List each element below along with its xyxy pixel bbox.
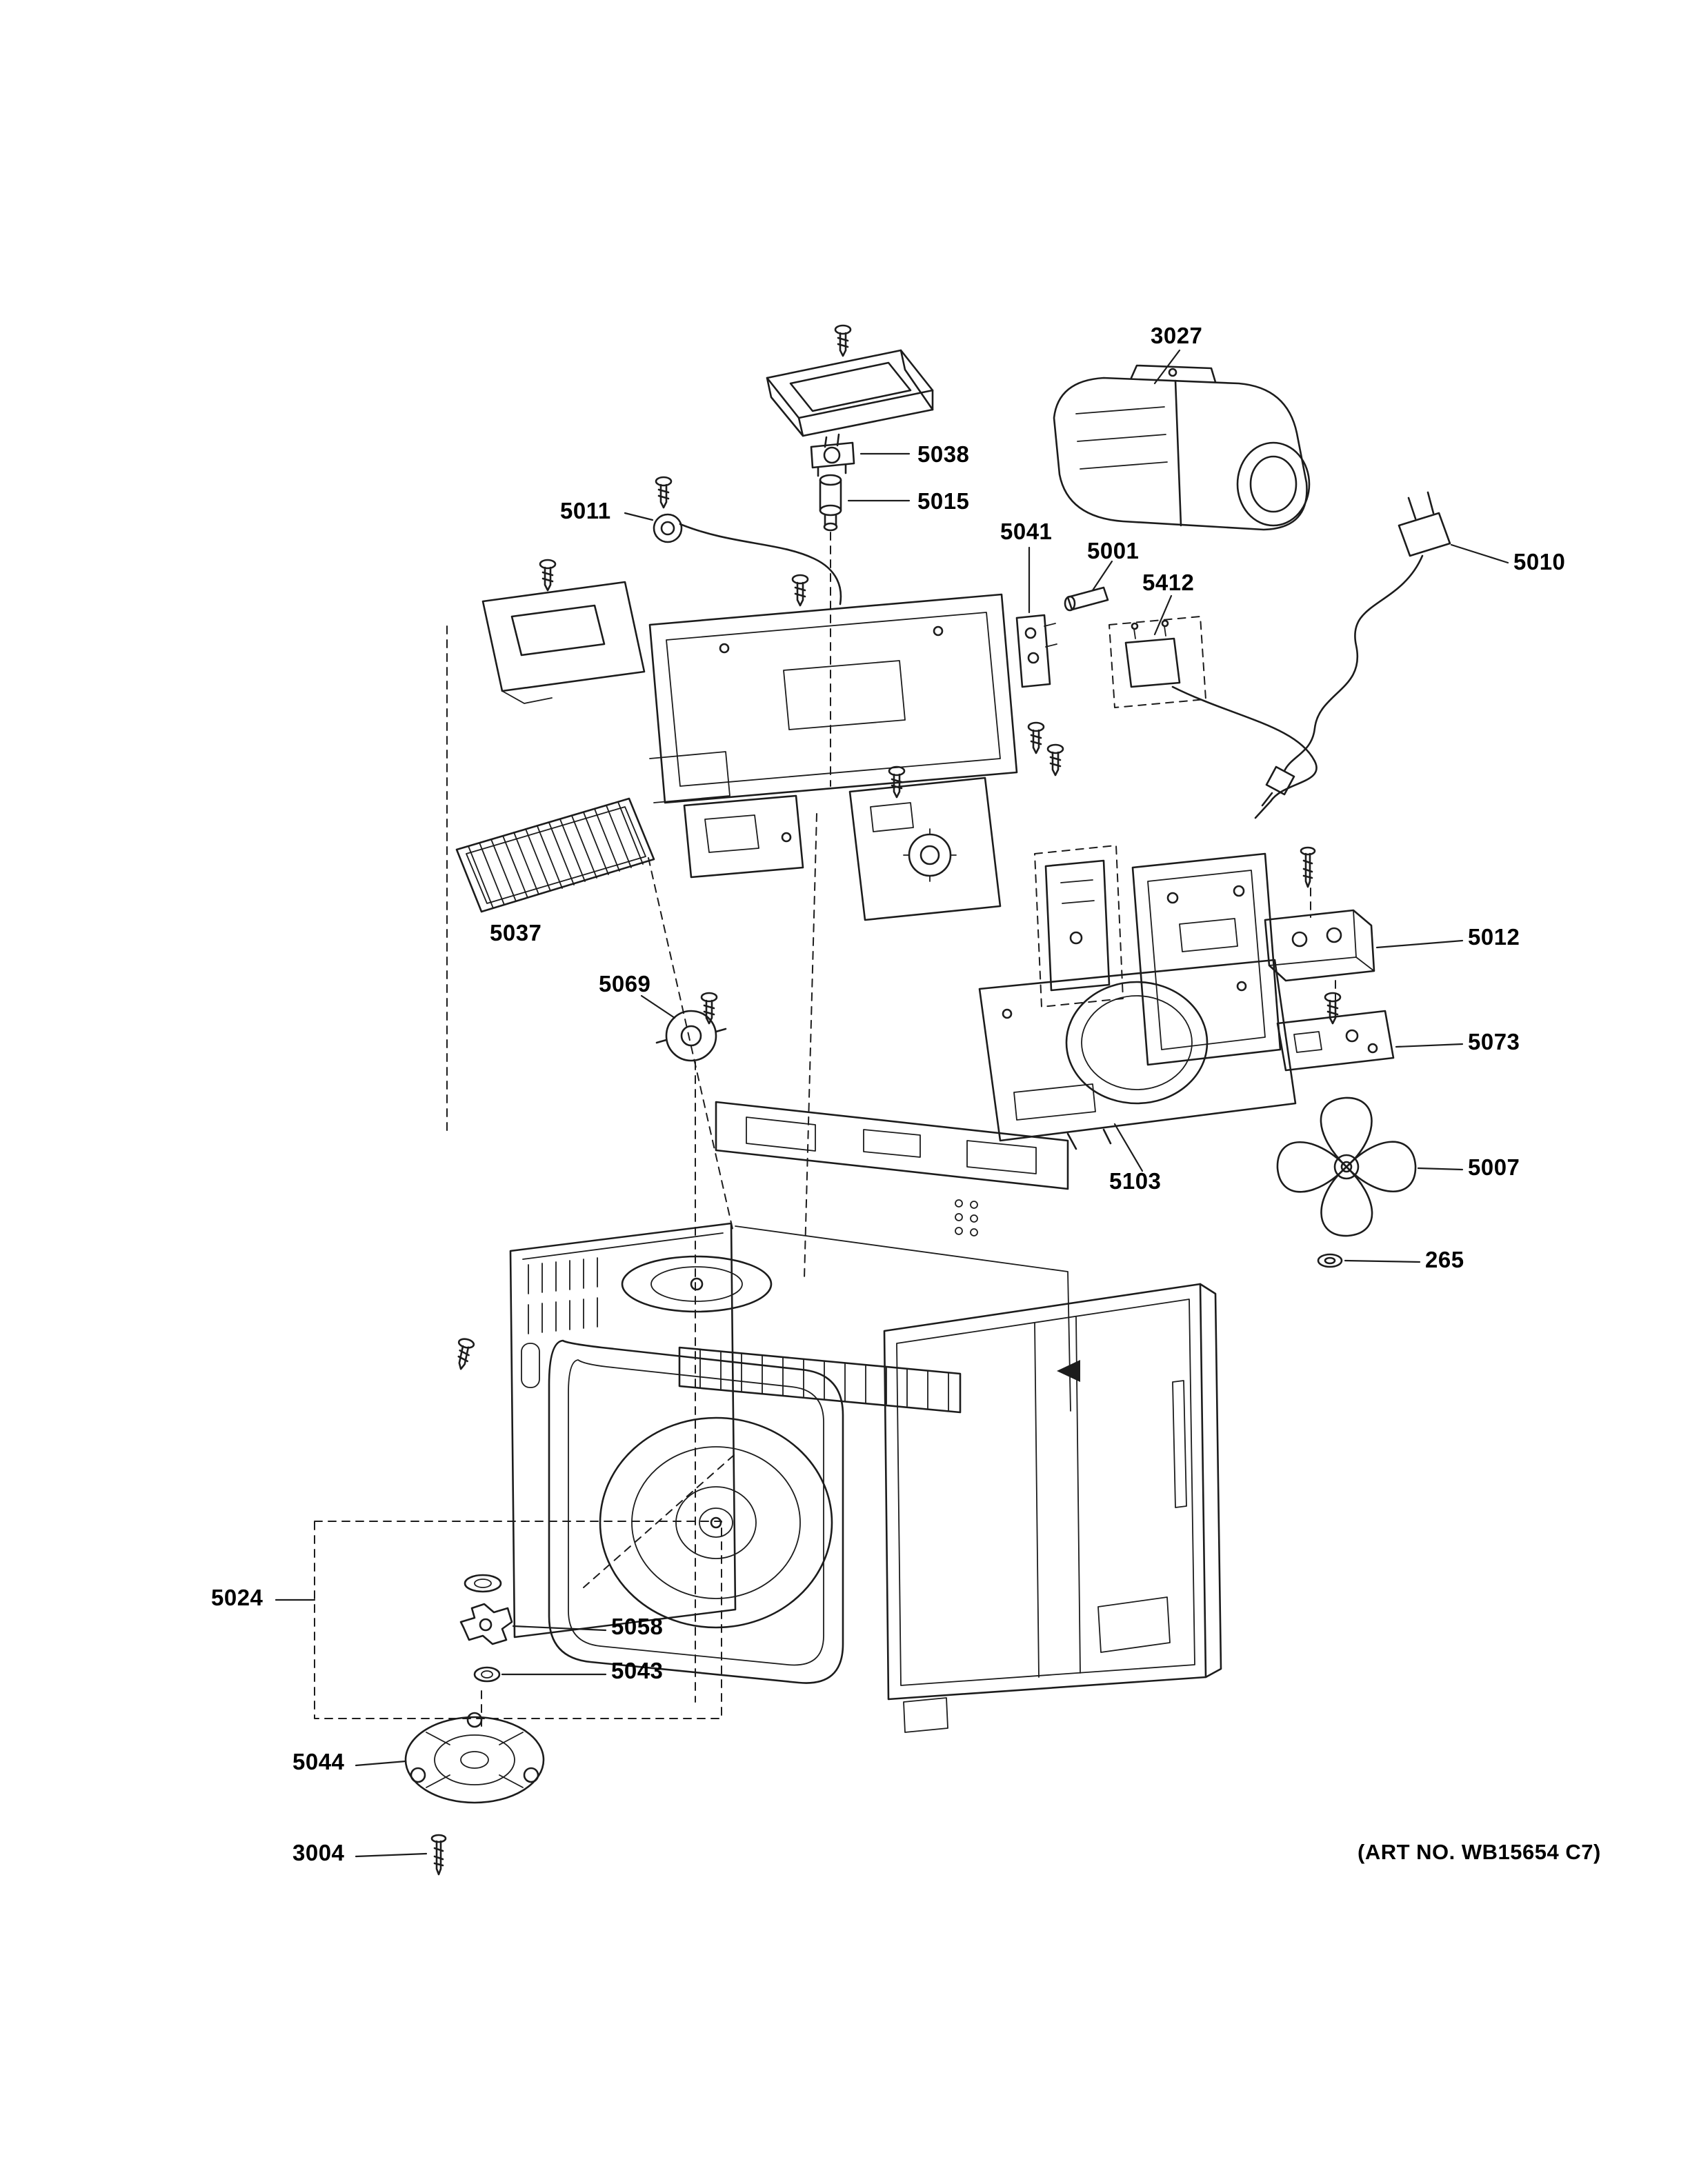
blower-assembly-3027 <box>1053 364 1311 531</box>
duct-bracket <box>683 794 804 879</box>
alignment-lines <box>446 532 1336 1729</box>
part-label-5037: 5037 <box>490 920 542 945</box>
fan-blade-5007 <box>1276 1096 1417 1237</box>
side-panel <box>1131 852 1282 1066</box>
part-label-3027: 3027 <box>1151 323 1203 348</box>
turntable-kit-box-5024 <box>314 1521 722 1719</box>
relay-5412 <box>1109 616 1206 708</box>
art-number-note: (ART NO. WB15654 C7) <box>1358 1840 1601 1864</box>
vent-duct-assembly <box>766 324 934 448</box>
power-cord-5010 <box>1261 491 1451 807</box>
part-label-5015: 5015 <box>917 488 970 514</box>
turntable-motor-5069 <box>655 992 727 1062</box>
part-label-265: 265 <box>1425 1247 1464 1272</box>
roller-ring-5044 <box>404 1712 545 1804</box>
part-label-5024: 5024 <box>211 1585 264 1610</box>
grommet-5043 <box>473 1666 501 1683</box>
fuse-part-5015 <box>819 474 842 532</box>
part-label-5041: 5041 <box>1000 519 1053 544</box>
part-label-5069: 5069 <box>599 971 651 996</box>
coupler-5058 <box>459 1574 513 1645</box>
grease-filter-5037 <box>455 797 655 913</box>
interlock-switch-5012 <box>1264 846 1375 1025</box>
thermostat-5011 <box>653 476 842 605</box>
latch-bracket <box>1034 845 1124 1008</box>
part-label-5058: 5058 <box>611 1614 664 1639</box>
part-label-5001: 5001 <box>1087 538 1140 563</box>
mounting-frame <box>648 574 1018 804</box>
part-label-5010: 5010 <box>1513 549 1566 574</box>
part-label-5011: 5011 <box>560 498 611 523</box>
screw-3004 <box>430 1834 447 1876</box>
washer-265 <box>1317 1253 1343 1268</box>
part-label-5007: 5007 <box>1468 1154 1520 1180</box>
part-label-5073: 5073 <box>1468 1029 1520 1054</box>
blower-base-plate-5103 <box>978 959 1297 1150</box>
inner-plate <box>848 765 1002 921</box>
interlock-board-5041 <box>1015 614 1057 688</box>
oven-cavity <box>453 1101 1222 1733</box>
leader-lines <box>275 349 1509 1858</box>
part-label-5012: 5012 <box>1468 924 1520 950</box>
pin-5001 <box>1064 586 1109 612</box>
wire-harness <box>1027 685 1318 819</box>
control-panel-bracket <box>481 559 646 704</box>
thermostat-part-5038 <box>810 441 855 477</box>
mount-plate-5073 <box>1276 1010 1395 1072</box>
part-label-5412: 5412 <box>1142 570 1195 595</box>
part-label-5043: 5043 <box>611 1658 664 1683</box>
part-label-3004: 3004 <box>292 1840 345 1865</box>
part-label-5038: 5038 <box>917 441 970 467</box>
part-label-5103: 5103 <box>1109 1168 1162 1194</box>
part-label-5044: 5044 <box>292 1749 345 1774</box>
